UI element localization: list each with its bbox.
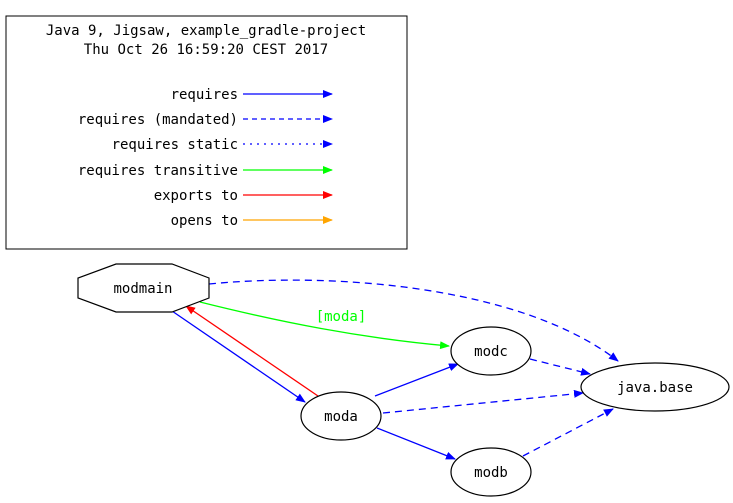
legend-subtitle: Thu Oct 26 16:59:20 CEST 2017 <box>84 42 328 58</box>
node-label-modb: modb <box>474 465 508 481</box>
edge-modmain-modc[interactable] <box>199 301 450 350</box>
octagon-shape <box>77 263 210 313</box>
edge-modmain-moda[interactable] <box>171 310 306 403</box>
node-label-java-base: java.base <box>617 380 693 396</box>
edge-moda-modc[interactable] <box>374 363 459 397</box>
legend-label-requires-mandated: requires (mandated) <box>78 112 238 128</box>
node-java-base[interactable]: java.base <box>580 362 730 412</box>
nodes: modmain moda modc modb java.base <box>77 263 730 497</box>
legend-label-opens-to: opens to <box>171 213 238 229</box>
edges: [moda] <box>171 279 619 460</box>
node-label-modc: modc <box>474 344 508 360</box>
ellipse-shape <box>580 362 730 412</box>
edge-moda-modmain[interactable] <box>185 305 319 397</box>
legend-label-requires-transitive: requires transitive <box>78 163 238 179</box>
node-label-moda: moda <box>324 409 358 425</box>
edge-moda-modb[interactable] <box>376 427 456 460</box>
legend-box <box>5 15 408 250</box>
legend-label-requires: requires <box>171 87 238 103</box>
legend: Java 9, Jigsaw, example_gradle-project T… <box>5 15 408 250</box>
edge-modc-java-base[interactable] <box>529 358 591 376</box>
edge-label-moda: [moda] <box>316 309 367 325</box>
node-modc[interactable]: modc <box>450 326 532 376</box>
node-label-modmain: modmain <box>113 281 172 297</box>
legend-label-requires-static: requires static <box>112 137 238 153</box>
node-modb[interactable]: modb <box>450 447 532 497</box>
ellipse-shape <box>450 326 532 376</box>
legend-label-exports-to: exports to <box>154 188 238 204</box>
node-moda[interactable]: moda <box>300 391 382 441</box>
edge-moda-java-base[interactable] <box>382 389 584 414</box>
ellipse-shape <box>300 391 382 441</box>
edge-modmain-java-base[interactable] <box>208 279 619 362</box>
legend-title: Java 9, Jigsaw, example_gradle-project <box>46 23 366 39</box>
node-modmain[interactable]: modmain <box>77 263 210 313</box>
ellipse-shape <box>450 447 532 497</box>
edge-modb-java-base[interactable] <box>522 408 614 457</box>
